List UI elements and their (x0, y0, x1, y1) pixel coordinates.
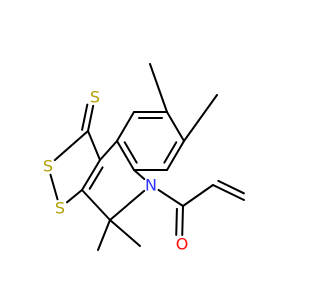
bond-c3a-c4 (81, 189, 111, 221)
bond-c8a-c4a-inner (123, 141, 138, 164)
bond-c9-s-exo-double (81, 103, 89, 131)
atom-oxygen: O (174, 235, 190, 254)
bond-gem-methyl-2 (109, 219, 141, 247)
bond-n-c4a (133, 169, 146, 181)
bond-c9a-c9 (87, 130, 101, 161)
atom-s-exo-label: S (90, 88, 100, 107)
atom-s-exo-bg (87, 89, 103, 105)
atom-nitrogen: N (143, 176, 159, 195)
bond-s1-s2 (49, 173, 59, 201)
bond-c9a-c3a-inner (88, 166, 104, 190)
atom-oxygen-label: O (176, 235, 189, 254)
bond-c8a-c9a (99, 140, 118, 161)
bond-c8a-c4a (116, 140, 135, 171)
atom-oxygen-bg (174, 236, 190, 252)
bond-gem-methyl-1 (97, 219, 111, 251)
atom-s-ring-lower-label: S (55, 199, 65, 218)
bond-c9-s-exo (87, 104, 95, 132)
atom-s-ring-upper-bg (40, 158, 56, 174)
bond-s2-c3a (65, 189, 83, 204)
bond-carbonyl-o-double (175, 207, 178, 236)
bond-c8-c8a (116, 111, 135, 142)
bond-alpha-beta-double (217, 179, 245, 195)
bond-c5-c6-inner (163, 141, 178, 164)
bond-c5-c6 (166, 140, 185, 171)
bond-c4-n (109, 189, 146, 221)
atom-labels: S S S N O (40, 88, 190, 254)
bond-carbonyl-alpha (182, 184, 214, 207)
bond-methyl-upper (149, 63, 168, 113)
bond-n-carbonyl (157, 188, 184, 207)
bond-methyl-right (183, 94, 218, 142)
atom-s-exo: S (87, 88, 103, 107)
bonds (49, 63, 245, 251)
bond-c9a-c3a (81, 159, 101, 191)
molecule-structure: S S S N O (40, 63, 245, 254)
atom-s-ring-lower: S (52, 199, 68, 218)
bond-c6-c7 (166, 111, 185, 142)
atom-s-ring-lower-bg (52, 200, 68, 216)
atom-nitrogen-label: N (145, 176, 157, 195)
atom-nitrogen-bg (143, 177, 159, 193)
atom-s-ring-upper-label: S (43, 157, 53, 176)
bond-c9-s1 (53, 130, 89, 162)
bond-carbonyl-o (181, 205, 184, 237)
atom-s-ring-upper: S (40, 157, 56, 176)
bond-alpha-beta (212, 184, 245, 201)
